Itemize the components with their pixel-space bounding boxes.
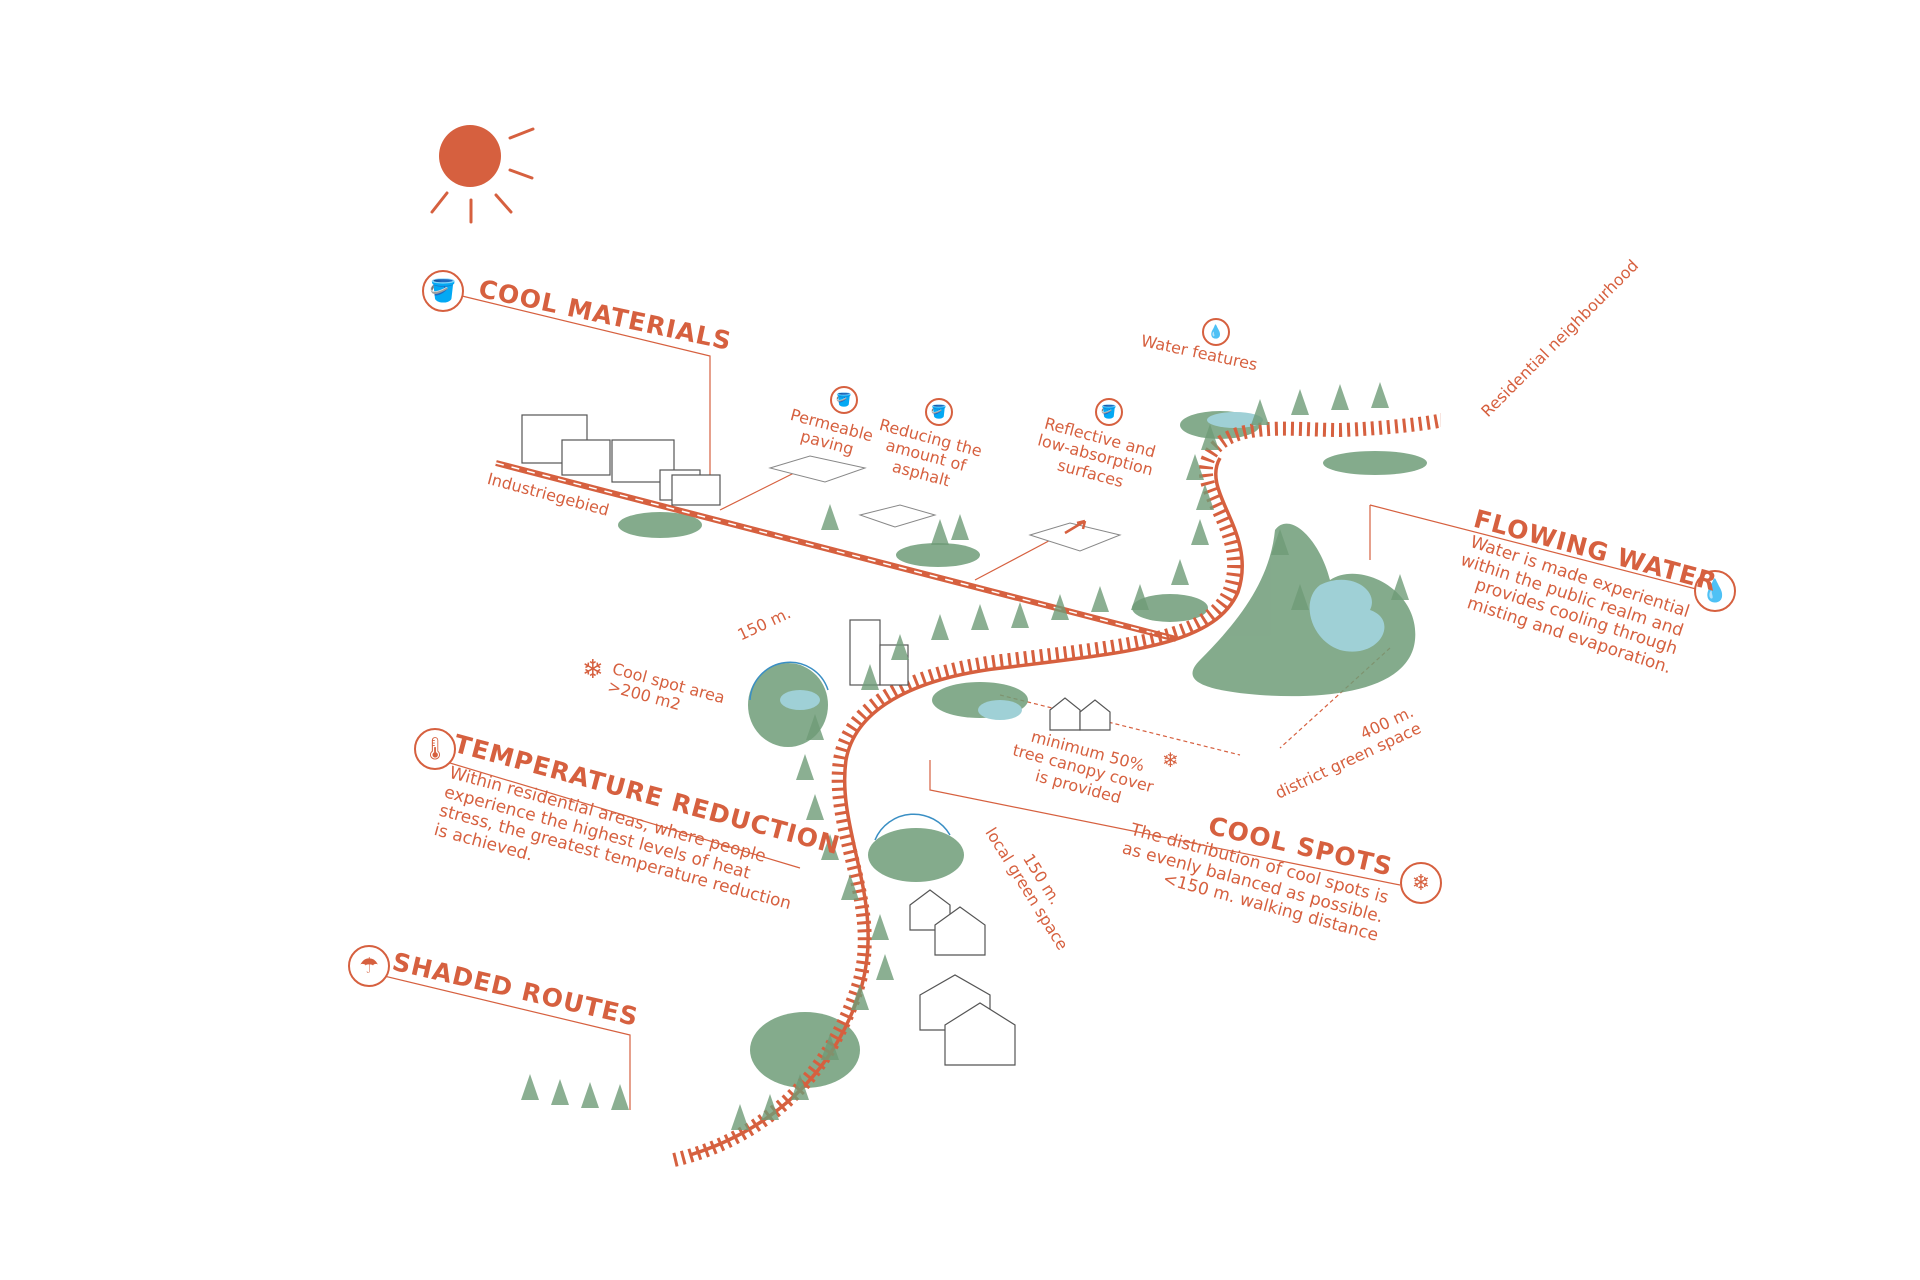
paint-bucket-small-icon: 🪣: [1095, 398, 1123, 426]
cool-spot-domes: [749, 661, 951, 841]
paint-bucket-small-icon: 🪣: [925, 398, 953, 426]
tree-icon: [851, 984, 869, 1010]
paving-tiles: [768, 455, 1122, 552]
main-route: [672, 413, 1449, 1167]
tree-icon: [1251, 399, 1269, 425]
snowflake-small-icon: ❄: [582, 655, 604, 685]
tree-icon: [551, 1079, 569, 1105]
snowflake-small-icon: ❄: [1162, 748, 1179, 772]
tree-icon: [521, 1074, 539, 1100]
water-drop-icon: 💧: [1694, 570, 1736, 612]
tree-icon: [1191, 519, 1209, 545]
tree-icon: [1171, 559, 1189, 585]
tree-icon: [931, 519, 949, 545]
tree-icon: [1011, 602, 1029, 628]
water-bodies: [780, 412, 1385, 720]
tree-icon: [1196, 484, 1214, 510]
tree-icon: [1391, 574, 1409, 600]
tree-icon: [931, 614, 949, 640]
snowflake-icon: ❄: [1400, 862, 1442, 904]
tree-icon: [861, 664, 879, 690]
umbrella-icon: ☂: [348, 945, 390, 987]
tree-icon: [1291, 389, 1309, 415]
tree-icon: [1186, 454, 1204, 480]
tree-icon: [971, 604, 989, 630]
tree-icon: [1331, 384, 1349, 410]
tree-icon: [951, 514, 969, 540]
tree-icon: [1201, 424, 1219, 450]
tree-icon: [871, 914, 889, 940]
tree-icon: [821, 504, 839, 530]
tree-icon: [1271, 529, 1289, 555]
tree-icon: [806, 714, 824, 740]
tree-icon: [611, 1084, 629, 1110]
water-drop-small-icon: 💧: [1202, 318, 1230, 346]
tree-icon: [841, 874, 859, 900]
tree-icon: [1131, 584, 1149, 610]
tree-icon: [821, 834, 839, 860]
tree-icon: [891, 634, 909, 660]
tree-icon: [1091, 586, 1109, 612]
tree-icon: [581, 1082, 599, 1108]
buildings: [521, 414, 1111, 1066]
tree-icon: [806, 794, 824, 820]
trees: [521, 382, 1409, 1130]
tree-icon: [761, 1094, 779, 1120]
thermometer-icon: 🌡: [414, 728, 456, 770]
tree-icon: [791, 1074, 809, 1100]
tree-icon: [796, 754, 814, 780]
tree-icon: [876, 954, 894, 980]
paint-bucket-icon: 🪣: [422, 270, 464, 312]
sun-icon: [430, 125, 535, 224]
tree-icon: [821, 1034, 839, 1060]
tree-icon: [1291, 584, 1309, 610]
tree-icon: [1051, 594, 1069, 620]
tree-icon: [731, 1104, 749, 1130]
tree-icon: [1371, 382, 1389, 408]
paint-bucket-small-icon: 🪣: [830, 386, 858, 414]
